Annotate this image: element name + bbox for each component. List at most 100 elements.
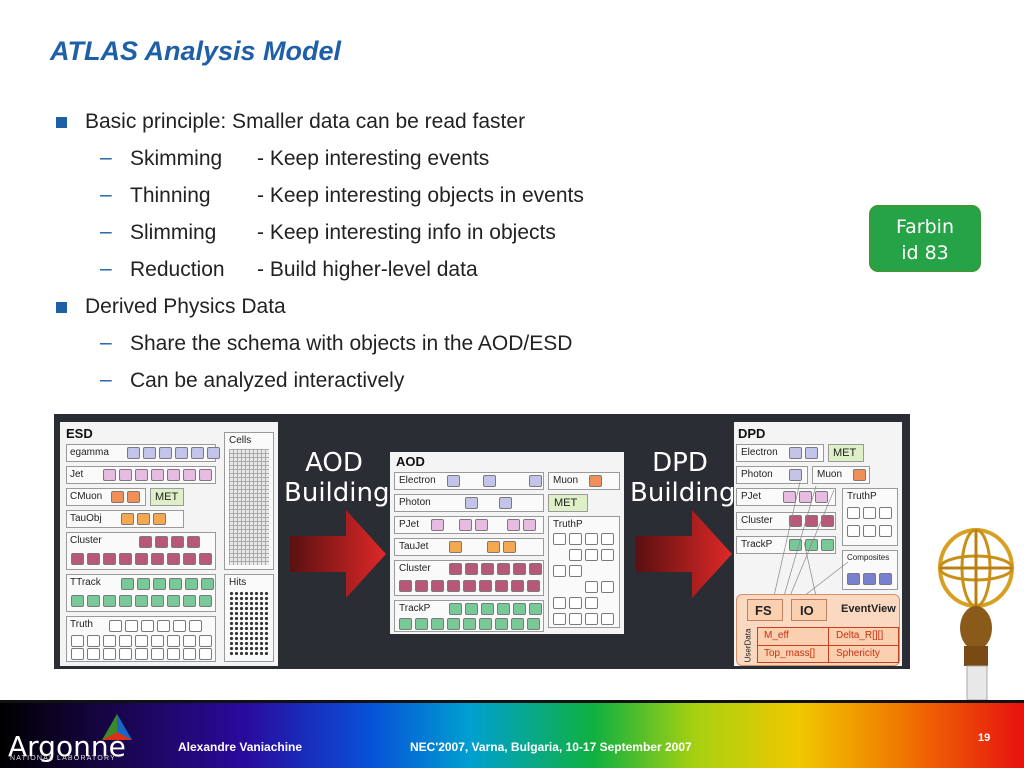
footer-event: NEC'2007, Varna, Bulgaria, 10-17 Septemb… — [410, 740, 692, 754]
label: Cells — [229, 435, 252, 446]
data-cell — [553, 613, 566, 625]
table-cell: Sphericity — [836, 648, 880, 659]
data-cell — [449, 603, 462, 615]
data-cell — [191, 447, 204, 459]
data-cell — [847, 573, 860, 585]
data-cell — [167, 469, 180, 481]
dpd-composites-box: Composites — [842, 550, 898, 590]
data-cell — [585, 597, 598, 609]
data-cell — [87, 635, 100, 647]
label: Electron — [399, 475, 436, 486]
data-cell — [789, 539, 802, 551]
data-cell — [187, 536, 200, 548]
table-cell: Delta_R[][] — [836, 630, 884, 641]
data-cell — [71, 635, 84, 647]
dpd-eventview-box: FS IO EventView UserData M_eff Delta_R[]… — [736, 594, 900, 666]
label: TrackP — [399, 603, 431, 614]
esd-truth-box: Truth — [66, 616, 216, 662]
data-cell — [175, 447, 188, 459]
dpd-building-arrow-icon — [636, 510, 732, 598]
term: Reduction — [130, 258, 225, 281]
data-cell — [431, 519, 444, 531]
data-cell — [139, 536, 152, 548]
data-cell — [137, 513, 150, 525]
label: CMuon — [70, 491, 103, 502]
data-cell — [415, 618, 428, 630]
data-cell — [805, 447, 818, 459]
esd-ttrack-box: TTrack — [66, 574, 216, 612]
label: MET — [554, 497, 578, 509]
dash-icon: – — [100, 183, 112, 206]
data-cell — [173, 620, 186, 632]
data-cell — [167, 553, 180, 565]
label: PJet — [741, 491, 762, 502]
label: Truth — [70, 619, 93, 630]
data-cell — [415, 580, 428, 592]
aod-electron-box: Electron — [394, 472, 544, 490]
data-cell — [201, 578, 214, 590]
atlas-statue-icon — [938, 528, 1014, 700]
data-cell — [553, 565, 566, 577]
data-cell — [119, 635, 132, 647]
data-cell — [863, 573, 876, 585]
data-cell — [199, 553, 212, 565]
dpd-cluster-box: Cluster — [736, 512, 836, 530]
dpd-met-box: MET — [828, 444, 864, 462]
data-cell — [71, 553, 84, 565]
data-cell — [507, 519, 520, 531]
data-cell — [789, 469, 802, 481]
aod-pjet-box: PJet — [394, 516, 544, 534]
data-cell — [529, 475, 542, 487]
description: - Keep interesting events — [257, 147, 490, 170]
dash-icon: – — [100, 331, 112, 354]
label: Cluster — [399, 563, 431, 574]
data-cell — [199, 469, 212, 481]
bullet-text: Derived Physics Data — [85, 295, 286, 318]
data-cell — [183, 469, 196, 481]
esd-cmuon-box: CMuon — [66, 488, 146, 506]
dash-icon: – — [100, 146, 112, 169]
data-cell — [103, 648, 116, 660]
label: Muon — [553, 475, 579, 486]
esd-panel: ESD egamma Jet CMuon MET TauObj Cluster … — [60, 422, 278, 666]
label: TauJet — [399, 541, 429, 552]
data-cell — [135, 648, 148, 660]
esd-cluster-box: Cluster — [66, 532, 216, 570]
data-cell — [513, 603, 526, 615]
data-cell — [207, 447, 220, 459]
data-cell — [495, 618, 508, 630]
data-cell — [465, 603, 478, 615]
data-cell — [399, 618, 412, 630]
aod-muon-box: Muon — [548, 472, 620, 490]
label: TruthP — [847, 491, 877, 502]
data-cell — [497, 603, 510, 615]
data-cell — [863, 525, 876, 537]
data-cell — [569, 533, 582, 545]
data-cell — [527, 618, 540, 630]
label: Composites — [847, 553, 890, 562]
data-cell — [103, 595, 116, 607]
label: TrackP — [741, 539, 773, 550]
data-cell — [167, 635, 180, 647]
data-cell — [513, 563, 526, 575]
data-cell — [119, 595, 132, 607]
aod-cluster-box: Cluster — [394, 560, 544, 596]
data-cell — [103, 553, 116, 565]
term: Slimming — [130, 221, 217, 244]
data-cell — [529, 563, 542, 575]
data-cell — [151, 635, 164, 647]
label: Cluster — [70, 535, 102, 546]
data-cell — [495, 580, 508, 592]
data-cell — [159, 447, 172, 459]
data-cell — [447, 618, 460, 630]
data-cell — [585, 533, 598, 545]
data-cell — [585, 581, 598, 593]
data-cell — [151, 648, 164, 660]
data-cell — [481, 603, 494, 615]
footer-author: Alexandre Vaniachine — [178, 740, 303, 754]
label: FS — [755, 603, 772, 618]
dpd-photon-box: Photon — [736, 466, 808, 484]
label: MET — [155, 491, 179, 503]
data-cell — [157, 620, 170, 632]
data-cell — [87, 648, 100, 660]
